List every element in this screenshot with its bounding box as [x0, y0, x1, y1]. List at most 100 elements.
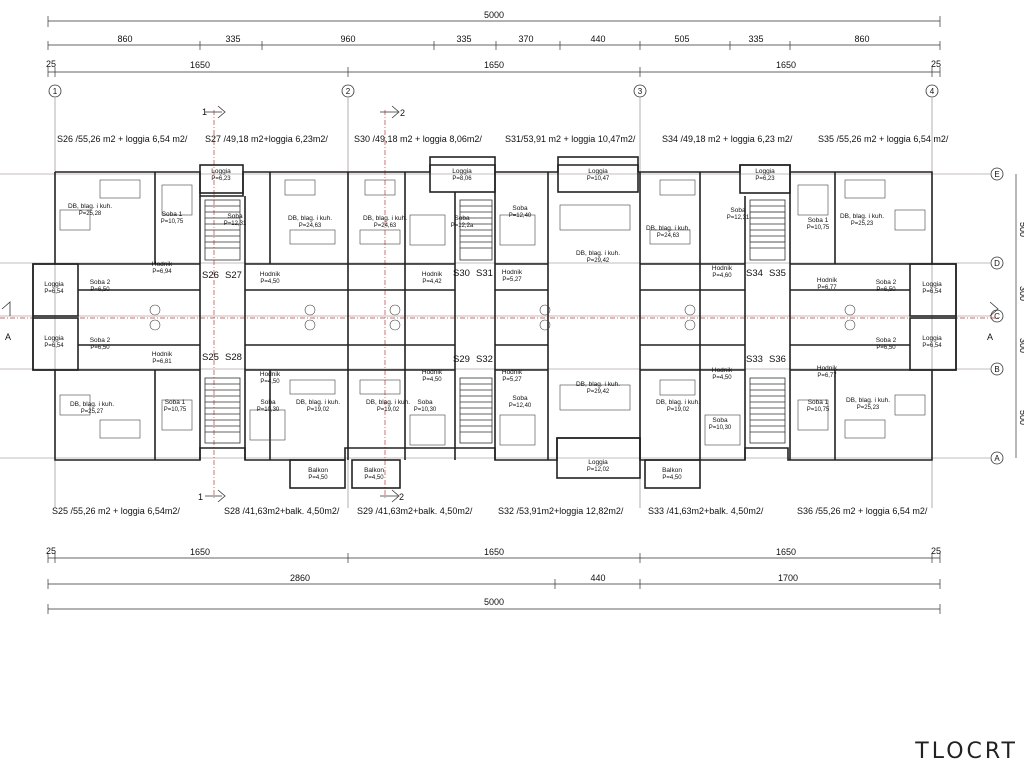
room-name: DB, blag. i kuh.: [846, 397, 890, 404]
room-area: P=10,30: [414, 407, 437, 413]
apt-S26-label: S26 /55,26 m2 + loggia 6,54 m2/: [57, 134, 188, 144]
room-name: Soba: [454, 215, 470, 222]
room-area: P=6,94: [152, 269, 172, 275]
room-name: Hodnik: [502, 369, 523, 376]
room-area: P=10,30: [709, 425, 732, 431]
room-area: P=6,77: [817, 373, 837, 379]
axis-col-2: 2: [346, 87, 351, 96]
room-name: Hodnik: [712, 265, 733, 272]
room-name: Hodnik: [422, 369, 443, 376]
room-area: P=8,06: [452, 176, 472, 182]
apt-S27-label: S27 /49,18 m2+loggia 6,23m2/: [205, 134, 328, 144]
axis-row-A: A: [994, 454, 1000, 463]
top-dim-8: 335: [748, 34, 763, 44]
axis-bubbles-cols: 1 2 3 4: [48, 84, 939, 98]
apt-S25-label: S25 /55,26 m2 + loggia 6,54m2/: [52, 506, 180, 516]
unit-S27: S27: [225, 270, 242, 281]
room-area: P=4,50: [712, 375, 732, 381]
room-area: P=6,50: [90, 345, 110, 351]
section-2-bottom: 2: [399, 492, 404, 502]
room-name: Hodnik: [260, 271, 281, 278]
room-name: DB, blag. i kuh.: [576, 250, 620, 257]
room-area: P=29,42: [587, 389, 610, 395]
room-name: Soba 2: [90, 279, 111, 286]
unit-S32: S32: [476, 354, 493, 365]
apt-S30-label: S30 /49,18 m2 + loggia 8,06m2/: [354, 134, 482, 144]
room-area: P=19,02: [377, 407, 400, 413]
room-area: P=12,02: [587, 467, 610, 473]
apt-S36-label: S36 /55,26 m2 + loggia 6,54 m2/: [797, 506, 928, 516]
axis-row-B: B: [994, 365, 999, 374]
apt-S28-label: S28 /41,63m2+balk. 4,50m2/: [224, 506, 340, 516]
room-name: Soba: [227, 213, 243, 220]
room-area: P=6,54: [44, 289, 64, 295]
room-area: P=24,63: [299, 223, 322, 229]
room-area: P=24,63: [374, 223, 397, 229]
top-dim-9: 860: [854, 34, 869, 44]
room-area: P=10,75: [164, 407, 187, 413]
room-area: P=25,28: [79, 211, 102, 217]
right-dimensions: 500 300 300 500: [1015, 174, 1024, 458]
top-dim-5: 370: [518, 34, 533, 44]
room-area: P=4,50: [260, 279, 280, 285]
apt-S29-label: S29 /41,63m2+balk. 4,50m2/: [357, 506, 473, 516]
room-name: Soba 1: [162, 211, 183, 218]
section-A-right: A: [987, 332, 993, 342]
unit-S28: S28: [225, 352, 242, 363]
room-area: P=4,50: [662, 475, 682, 481]
bottom-dim-440: 440: [590, 573, 605, 583]
room-name: Loggia: [44, 281, 64, 288]
bottom-dimensions: 25 1650 1650 1650 25 2860 440 1700 5000: [46, 546, 941, 614]
room-area: P=10,30: [257, 407, 280, 413]
room-name: Balkon: [364, 467, 384, 474]
room-area: P=6,54: [922, 289, 942, 295]
apt-S35-label: S35 /55,26 m2 + loggia 6,54 m2/: [818, 134, 949, 144]
axis-row-C: C: [994, 312, 1000, 321]
room-name: Balkon: [662, 467, 682, 474]
room-area: P=6,50: [876, 345, 896, 351]
room-area: P=10,75: [807, 225, 830, 231]
room-name: Balkon: [308, 467, 328, 474]
top-dim-1: 860: [117, 34, 132, 44]
section-1-top: 1: [202, 107, 207, 117]
top-dim-span-1: 1650: [190, 60, 210, 70]
room-area: P=5,27: [502, 377, 522, 383]
room-name: Soba 2: [876, 279, 897, 286]
bottom-dim-2860: 2860: [290, 573, 310, 583]
room-name: Soba: [417, 399, 433, 406]
unit-S30: S30: [453, 268, 470, 279]
room-area: P=6,77: [817, 285, 837, 291]
room-area: P=6,23: [211, 176, 231, 182]
room-name: Soba: [512, 205, 528, 212]
room-area: P=10,75: [807, 407, 830, 413]
room-name: Hodnik: [502, 269, 523, 276]
top-dim-span-3: 1650: [776, 60, 796, 70]
unit-S35: S35: [769, 268, 786, 279]
room-name: DB, blag. i kuh.: [68, 203, 112, 210]
room-labels: LoggiaP=6,23LoggiaP=8,06LoggiaP=10,47Log…: [44, 168, 942, 481]
top-apartment-labels: S26 /55,26 m2 + loggia 6,54 m2/ S27 /49,…: [57, 134, 949, 144]
room-name: DB, blag. i kuh.: [840, 213, 884, 220]
room-area: P=6,50: [876, 287, 896, 293]
room-area: P=6,54: [922, 343, 942, 349]
right-dim-1: 500: [1018, 222, 1024, 237]
axis-col-4: 4: [930, 87, 935, 96]
room-name: Soba 1: [808, 217, 829, 224]
room-area: P=10,47: [587, 176, 610, 182]
room-name: Loggia: [44, 335, 64, 342]
top-dim-edge-left: 25: [46, 59, 56, 69]
room-name: Soba: [260, 399, 276, 406]
room-name: Loggia: [588, 168, 608, 175]
top-dimensions: 5000 860 335 960 335 370 440 505 335 860…: [46, 10, 941, 77]
section-lines: 1 2 1 2 A A: [0, 105, 1000, 503]
top-dim-4: 335: [456, 34, 471, 44]
room-area: P=6,23: [755, 176, 775, 182]
room-name: Soba 1: [808, 399, 829, 406]
room-name: Loggia: [755, 168, 775, 175]
unit-S34: S34: [746, 268, 763, 279]
room-area: P=4,50: [422, 377, 442, 383]
right-dim-3: 300: [1018, 338, 1024, 353]
bottom-dim-total: 5000: [484, 597, 504, 607]
right-dim-4: 500: [1018, 410, 1024, 425]
